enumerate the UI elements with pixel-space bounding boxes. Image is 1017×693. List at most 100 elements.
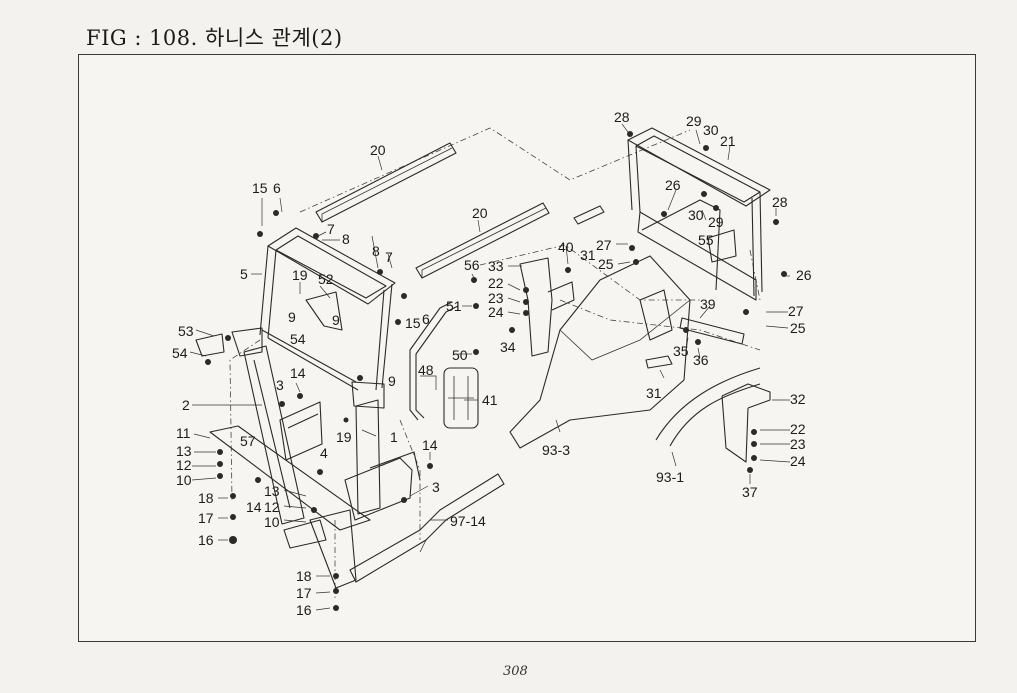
callout-97-14: 97-14 [450, 513, 486, 529]
callout-50: 50 [452, 347, 468, 363]
callout-8: 8 [342, 231, 350, 247]
callout-1: 1 [390, 429, 398, 445]
callout-10: 10 [264, 514, 280, 530]
harness-48 [409, 301, 459, 421]
callout-40: 40 [558, 239, 574, 255]
callout-24: 24 [488, 304, 504, 320]
callout-20: 20 [370, 142, 386, 158]
callout-6: 6 [422, 311, 430, 327]
callout-11: 11 [176, 425, 191, 441]
callout-labels: 20 20 15 6 7 8 8 7 5 19 52 9 9 54 53 54 … [172, 109, 812, 618]
bracket-33 [519, 257, 575, 357]
callout-54: 54 [172, 345, 188, 361]
lower-frame-left [209, 345, 371, 549]
callout-37: 37 [742, 484, 758, 500]
callout-28: 28 [614, 109, 630, 125]
callout-7: 7 [385, 249, 393, 265]
callout-3: 3 [276, 377, 284, 393]
callout-13: 13 [176, 443, 192, 459]
callout-3: 3 [432, 479, 440, 495]
callout-17: 17 [198, 510, 214, 526]
callout-7: 7 [327, 221, 335, 237]
diagram-frame [78, 54, 976, 642]
callout-31: 31 [646, 385, 662, 401]
callout-5: 5 [240, 266, 248, 282]
callout-16: 16 [198, 532, 214, 548]
top-rail-left [315, 142, 457, 223]
post-1 [344, 381, 421, 521]
callout-22: 22 [488, 275, 504, 291]
callout-27: 27 [596, 237, 612, 253]
callout-32: 32 [790, 391, 806, 407]
fasteners [205, 131, 787, 611]
callout-29: 29 [708, 214, 724, 230]
callout-56: 56 [464, 257, 480, 273]
callout-18: 18 [198, 490, 214, 506]
callout-19: 19 [292, 267, 308, 283]
bracket-32 [721, 383, 771, 463]
callout-9: 9 [332, 312, 340, 328]
callout-14: 14 [290, 365, 306, 381]
callout-93-1: 93-1 [656, 469, 684, 485]
callout-12: 12 [176, 457, 192, 473]
callout-14: 14 [422, 437, 438, 453]
right-cab-frame [627, 127, 771, 301]
callout-23: 23 [488, 290, 504, 306]
page-number: 308 [503, 664, 528, 679]
harness-41 [443, 367, 479, 429]
callout-2: 2 [182, 397, 190, 413]
callout-12: 12 [264, 499, 280, 515]
callout-41: 41 [482, 392, 498, 408]
fender-93-1 [655, 367, 761, 447]
callout-14: 14 [246, 499, 262, 515]
callout-4: 4 [320, 445, 328, 461]
callout-26: 26 [665, 177, 681, 193]
callout-22: 22 [790, 421, 806, 437]
callout-23: 23 [790, 436, 806, 452]
callout-53: 53 [178, 323, 194, 339]
callout-9: 9 [388, 373, 396, 389]
callout-17: 17 [296, 585, 312, 601]
callout-9: 9 [288, 309, 296, 325]
callout-8: 8 [372, 243, 380, 259]
callout-93-3: 93-3 [542, 442, 570, 458]
assembly-center-lines [229, 127, 761, 600]
plate-31 [573, 205, 673, 369]
callout-30: 30 [703, 122, 719, 138]
callout-24: 24 [790, 453, 806, 469]
callout-30: 30 [688, 207, 704, 223]
callout-28: 28 [772, 194, 788, 210]
fender-93-3 [509, 255, 691, 449]
top-rail-right [415, 202, 550, 279]
callout-13: 13 [264, 483, 280, 499]
callout-15: 15 [252, 180, 268, 196]
callout-51: 51 [446, 298, 462, 314]
callout-36: 36 [693, 352, 709, 368]
callout-35: 35 [673, 343, 689, 359]
leader-lines [189, 123, 791, 611]
callout-34: 34 [500, 339, 516, 355]
frame-97-14 [309, 473, 505, 589]
callout-25: 25 [598, 256, 614, 272]
callout-20: 20 [472, 205, 488, 221]
callout-16: 16 [296, 602, 312, 618]
callout-27: 27 [788, 303, 804, 319]
callout-52: 52 [318, 271, 334, 287]
callout-39: 39 [700, 296, 716, 312]
page-title: FIG : 108. 하니스 관계(2) [86, 26, 343, 50]
callout-31: 31 [580, 247, 596, 263]
callout-25: 25 [790, 320, 806, 336]
callout-55: 55 [698, 232, 714, 248]
callout-33: 33 [488, 258, 504, 274]
callout-6: 6 [273, 180, 281, 196]
callout-29: 29 [686, 113, 702, 129]
callout-18: 18 [296, 568, 312, 584]
callout-19: 19 [336, 429, 352, 445]
plate-39 [679, 317, 745, 345]
callout-48: 48 [418, 362, 434, 378]
callout-26: 26 [796, 267, 812, 283]
callout-15: 15 [405, 315, 421, 331]
callout-10: 10 [176, 472, 192, 488]
left-cab-frame [195, 227, 396, 391]
